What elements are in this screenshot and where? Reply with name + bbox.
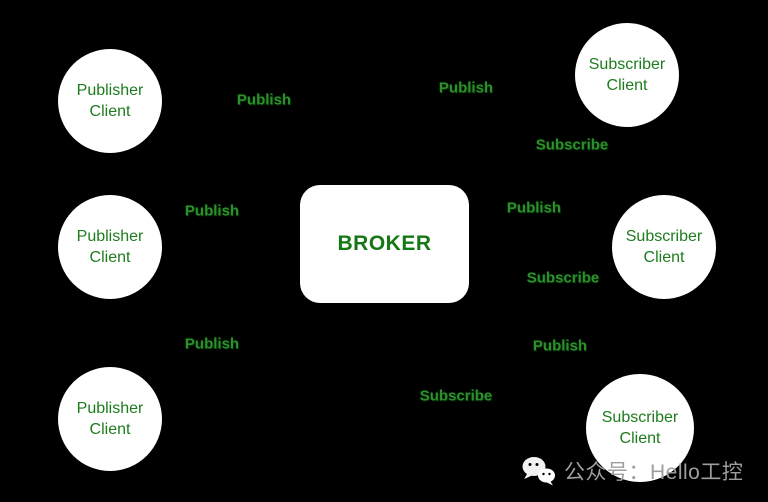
- subscriber-client-node-top: Subscriber Client: [575, 23, 679, 127]
- publisher-client-node-top: Publisher Client: [58, 49, 162, 153]
- node-label-line2: Client: [643, 249, 685, 266]
- node-label-line1: Subscriber: [625, 228, 703, 245]
- subscriber-client-node-middle: Subscriber Client: [612, 195, 716, 299]
- edge-label-publish-right-top: Publish: [438, 79, 494, 97]
- node-label-line1: Subscriber: [588, 56, 666, 73]
- edge-label-publish-right-middle: Publish: [506, 199, 562, 217]
- node-label-line2: Client: [89, 421, 131, 438]
- node-label-line1: Publisher: [76, 228, 144, 245]
- publisher-client-node-middle: Publisher Client: [58, 195, 162, 299]
- edge-label-subscribe-right-top: Subscribe: [535, 136, 609, 154]
- node-label-line2: Client: [89, 103, 131, 120]
- edge-label-publish-left-bottom: Publish: [184, 335, 240, 353]
- node-label-line2: Client: [619, 430, 661, 447]
- node-label-line2: Client: [606, 77, 648, 94]
- edge-label-publish-left-middle: Publish: [184, 202, 240, 220]
- watermark: 公众号：Hello工控: [521, 455, 743, 487]
- node-label-line1: Publisher: [76, 82, 144, 99]
- subscriber-client-node-bottom: Subscriber Client: [586, 374, 694, 482]
- broker-label: BROKER: [337, 232, 432, 255]
- node-label-line1: Publisher: [76, 400, 144, 417]
- node-label-line2: Client: [89, 249, 131, 266]
- publisher-client-node-bottom: Publisher Client: [58, 367, 162, 471]
- edge-label-subscribe-right-middle: Subscribe: [526, 269, 600, 287]
- watermark-text: 公众号：Hello工控: [564, 461, 744, 484]
- edge-label-publish-left-top: Publish: [236, 91, 292, 109]
- wechat-icon: [522, 457, 555, 486]
- edge-label-subscribe-right-bottom: Subscribe: [419, 387, 493, 405]
- edge-label-publish-right-bottom: Publish: [532, 337, 588, 355]
- node-label-line1: Subscriber: [601, 409, 679, 426]
- broker-node: BROKER: [300, 185, 469, 303]
